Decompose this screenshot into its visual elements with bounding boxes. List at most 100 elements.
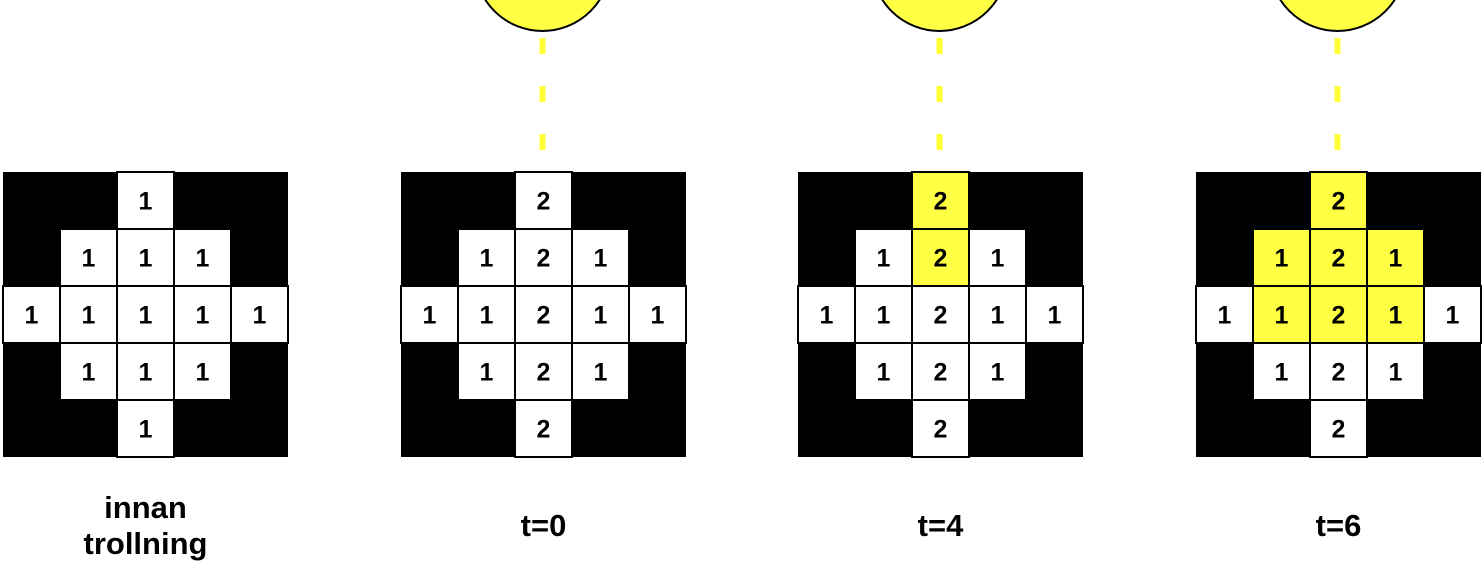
cell-value: 1 xyxy=(480,245,494,273)
cell-value: 2 xyxy=(1332,302,1346,330)
cell-value: 2 xyxy=(537,416,551,444)
cell-value: 2 xyxy=(537,359,551,387)
cell-value: 1 xyxy=(594,302,608,330)
grid-cell xyxy=(911,342,970,401)
cell-value: 1 xyxy=(651,302,665,330)
grid-cell xyxy=(1366,342,1425,401)
panel-label-line: t=0 xyxy=(520,508,567,543)
grid-cell xyxy=(400,285,459,344)
cell-value: 2 xyxy=(934,416,948,444)
cell-value: 2 xyxy=(537,245,551,273)
cell-value: 1 xyxy=(139,359,153,387)
cell-value: 1 xyxy=(82,302,96,330)
grid-cell xyxy=(514,171,573,230)
grid-cell xyxy=(1195,285,1254,344)
grid-cell-lit xyxy=(911,171,970,230)
grid-cell xyxy=(514,399,573,458)
grid-cell xyxy=(1309,342,1368,401)
grid-cell-lit xyxy=(1252,285,1311,344)
cell-value: 1 xyxy=(423,302,437,330)
panel-label-line: t=6 xyxy=(1315,508,1362,543)
cell-value: 1 xyxy=(139,302,153,330)
panel-label: t=6 xyxy=(1189,508,1482,544)
grid-cell xyxy=(968,342,1027,401)
cell-value: 2 xyxy=(1332,359,1346,387)
cell-value: 1 xyxy=(139,416,153,444)
grid-cell-lit xyxy=(911,228,970,287)
cell-value: 2 xyxy=(934,188,948,216)
cell-value: 1 xyxy=(1275,302,1289,330)
cell-value: 1 xyxy=(1275,245,1289,273)
grid-cell xyxy=(116,228,175,287)
sun-icon xyxy=(881,0,998,32)
grid-cell xyxy=(59,228,118,287)
grid-cell xyxy=(628,285,687,344)
panel-label-line: t=4 xyxy=(917,508,964,543)
grid-cell xyxy=(116,171,175,230)
grid-cell xyxy=(1252,342,1311,401)
grid-cell xyxy=(173,342,232,401)
cell-value: 1 xyxy=(991,359,1005,387)
cell-value: 1 xyxy=(820,302,834,330)
grid-cell xyxy=(571,342,630,401)
cell-value: 1 xyxy=(1389,302,1403,330)
grid-cell xyxy=(116,399,175,458)
grid-cell xyxy=(230,285,289,344)
grid-cell xyxy=(571,228,630,287)
grid-cell xyxy=(968,228,1027,287)
cell-value: 2 xyxy=(1332,416,1346,444)
cell-value: 1 xyxy=(1389,359,1403,387)
grid-cell xyxy=(514,285,573,344)
cell-value: 1 xyxy=(82,359,96,387)
cell-value: 1 xyxy=(139,188,153,216)
cell-value: 1 xyxy=(877,245,891,273)
panel-label: t=4 xyxy=(791,508,1091,544)
cell-value: 1 xyxy=(1048,302,1062,330)
cell-value: 1 xyxy=(877,302,891,330)
grid-cell xyxy=(59,342,118,401)
sun-icon xyxy=(1279,0,1396,32)
grid-cell xyxy=(854,285,913,344)
cell-value: 1 xyxy=(196,245,210,273)
cell-value: 1 xyxy=(139,245,153,273)
grid-cell xyxy=(911,399,970,458)
grid-cell xyxy=(2,285,61,344)
grid-cell xyxy=(457,228,516,287)
grid-cell xyxy=(1309,399,1368,458)
cell-value: 1 xyxy=(991,302,1005,330)
grid-cell xyxy=(457,342,516,401)
cell-value: 1 xyxy=(196,302,210,330)
cell-value: 1 xyxy=(594,359,608,387)
cell-value: 2 xyxy=(934,245,948,273)
cell-value: 1 xyxy=(877,359,891,387)
grid-cell xyxy=(514,342,573,401)
panel-label-line: trollning xyxy=(83,526,208,561)
grid-cell xyxy=(1025,285,1084,344)
cell-value: 1 xyxy=(82,245,96,273)
sun-icon xyxy=(484,0,601,32)
cell-value: 2 xyxy=(537,188,551,216)
cell-value: 1 xyxy=(991,245,1005,273)
cell-value: 2 xyxy=(1332,188,1346,216)
grid-cell xyxy=(797,285,856,344)
grid-cell-lit xyxy=(1366,228,1425,287)
cell-value: 1 xyxy=(480,302,494,330)
cell-value: 2 xyxy=(537,302,551,330)
cell-value: 1 xyxy=(196,359,210,387)
cell-value: 2 xyxy=(1332,245,1346,273)
grid-cell xyxy=(1423,285,1482,344)
cell-value: 2 xyxy=(934,302,948,330)
cell-value: 1 xyxy=(1218,302,1232,330)
cell-value: 1 xyxy=(480,359,494,387)
grid-cell xyxy=(514,228,573,287)
cell-value: 1 xyxy=(1275,359,1289,387)
cell-value: 1 xyxy=(1389,245,1403,273)
grid-cell xyxy=(173,285,232,344)
cell-value: 1 xyxy=(25,302,39,330)
cell-value: 1 xyxy=(594,245,608,273)
panel-label: t=0 xyxy=(394,508,694,544)
cell-value: 1 xyxy=(1446,302,1460,330)
